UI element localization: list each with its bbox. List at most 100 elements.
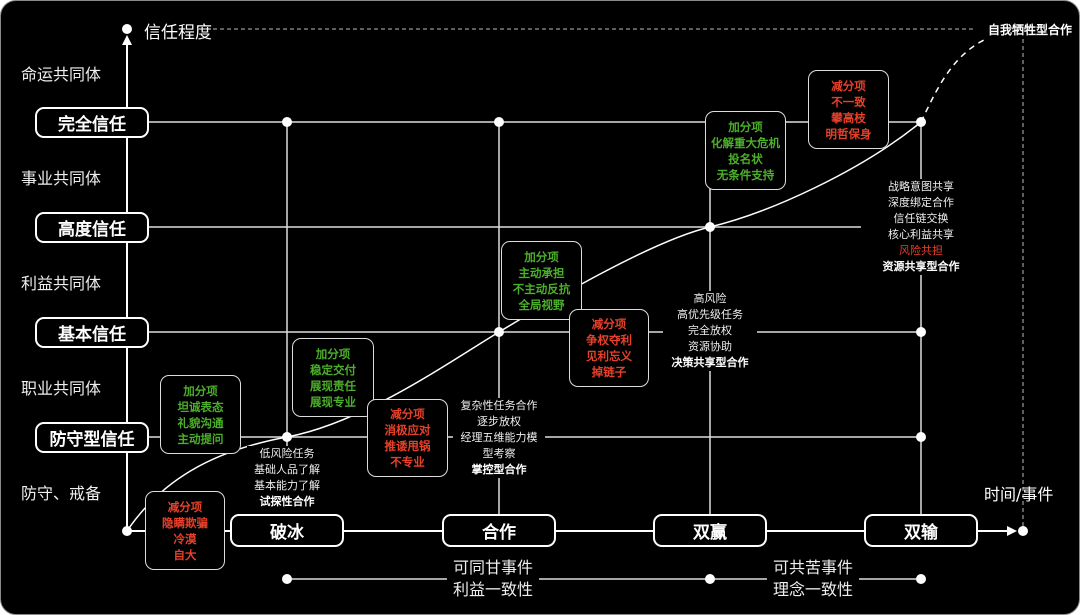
desc-item: 基础人品了解 — [254, 463, 320, 476]
card-item: 明哲保身 — [825, 126, 872, 141]
desc-item: 资源协助 — [688, 340, 732, 353]
footer-dot — [705, 574, 715, 584]
minus-card-high: 减分项 争权夺利 见利忘义 掉链子 — [569, 309, 649, 387]
card-item: 冷漠 — [173, 531, 197, 546]
node-dot — [282, 117, 292, 127]
card-item: 无条件支持 — [716, 167, 775, 182]
desc-item: 信任链交换 — [893, 212, 949, 225]
desc-type: 试探性合作 — [259, 495, 315, 508]
node-dot — [705, 222, 715, 232]
desc-item: 逐步放权 — [477, 415, 521, 428]
card-item: 主动提问 — [177, 431, 224, 446]
top-right-label: 自我牺牲型合作 — [984, 21, 1077, 38]
footer-left-line1: 可同甘事件 — [453, 558, 534, 577]
minus-card-basic: 减分项 消极应对 推诿甩锅 不专业 — [367, 399, 448, 477]
card-title: 减分项 — [167, 499, 203, 514]
level-defensive-trust: 防守型信任 — [35, 422, 149, 453]
desc-item: 完全放权 — [688, 324, 732, 337]
desc-icebreak: 低风险任务 基础人品了解 基本能力了解 试探性合作 — [247, 446, 327, 510]
stage-cooperate: 合作 — [442, 514, 556, 547]
card-item: 隐瞒欺骗 — [162, 515, 208, 530]
card-item: 展现专业 — [310, 394, 356, 409]
level-basic-trust: 基本信任 — [35, 317, 149, 348]
card-item: 攀高枝 — [831, 110, 866, 125]
footer-right: 可共苦事件 理念一致性 — [767, 557, 860, 601]
card-title: 减分项 — [831, 78, 866, 93]
side-label-career: 事业共同体 — [21, 169, 102, 188]
desc-item: 高风险 — [693, 292, 727, 305]
node-dot — [916, 117, 926, 127]
desc-cooperate: 复杂性任务合作 逐步放权 经理五维能力模 型考察 掌控型合作 — [453, 398, 545, 478]
desc-item: 基本能力了解 — [254, 479, 320, 492]
card-item: 礼貌沟通 — [177, 415, 224, 430]
side-label-destiny: 命运共同体 — [21, 65, 102, 84]
node-dot — [916, 432, 926, 442]
desc-item: 型考察 — [482, 447, 516, 460]
plus-card-high: 加分项 主动承担 不主动反抗 全局视野 — [501, 241, 582, 320]
card-item: 主动承担 — [518, 265, 565, 280]
card-item: 自大 — [173, 547, 197, 562]
card-item: 化解重大危机 — [711, 135, 780, 150]
desc-type: 决策共享型合作 — [671, 356, 749, 369]
y-axis-top-dot — [122, 24, 132, 34]
plus-card-basic: 加分项 稳定交付 展现责任 展现专业 — [292, 338, 374, 417]
card-item: 不专业 — [390, 455, 425, 469]
footer-right-line2: 理念一致性 — [773, 580, 854, 599]
desc-type: 资源共享型合作 — [882, 260, 960, 273]
desc-item: 高优先级任务 — [677, 308, 743, 321]
footer-right-line1: 可共苦事件 — [773, 558, 854, 577]
card-item: 全局视野 — [518, 297, 565, 312]
footer-dot — [282, 574, 292, 584]
level-high-trust: 高度信任 — [35, 212, 149, 243]
node-dot — [494, 117, 504, 127]
trust-curve-dashed-extension — [920, 38, 987, 123]
level-full-trust: 完全信任 — [35, 107, 149, 138]
card-title: 减分项 — [390, 407, 425, 421]
node-dot — [282, 432, 292, 442]
footer-dot — [916, 574, 926, 584]
card-title: 加分项 — [524, 249, 559, 264]
desc-item: 复杂性任务合作 — [460, 399, 538, 412]
x-axis-arrow-icon — [1007, 526, 1017, 536]
card-item: 展现责任 — [310, 378, 356, 393]
stage-icebreak: 破冰 — [230, 514, 344, 547]
card-item: 推诿甩锅 — [384, 439, 431, 453]
node-dot — [494, 327, 504, 337]
desc-type: 掌控型合作 — [471, 463, 527, 476]
card-item: 坦诚表态 — [177, 399, 224, 414]
card-item: 争权夺利 — [586, 333, 632, 347]
side-label-interest: 利益共同体 — [21, 274, 102, 293]
card-item: 投名状 — [728, 151, 763, 166]
stage-winwin: 双赢 — [653, 514, 767, 547]
y-axis-title: 信任程度 — [144, 23, 212, 43]
desc-resource: 战略意图共享 深度绑定合作 信任链交换 核心利益共享 风险共担 资源共享型合作 — [873, 179, 969, 275]
card-item: 不一致 — [831, 94, 866, 109]
node-dot — [916, 327, 926, 337]
card-item: 见利忘义 — [586, 349, 632, 363]
card-item: 消极应对 — [384, 423, 431, 437]
x-axis-end-dot — [1018, 526, 1028, 536]
plus-card-full: 加分项 化解重大危机 投名状 无条件支持 — [705, 111, 786, 190]
desc-item: 深度绑定合作 — [888, 196, 954, 209]
x-axis-title: 时间/事件 — [984, 485, 1054, 504]
desc-item: 战略意图共享 — [888, 180, 954, 193]
desc-risk: 风险共担 — [899, 244, 943, 257]
stage-loselose: 双输 — [864, 514, 978, 547]
side-label-defensive: 防守、戒备 — [21, 484, 102, 503]
plus-card-defensive: 加分项 坦诚表态 礼貌沟通 主动提问 — [160, 375, 241, 454]
desc-item: 核心利益共享 — [888, 228, 954, 241]
card-title: 加分项 — [183, 383, 218, 398]
side-label-professional: 职业共同体 — [21, 379, 102, 398]
y-axis-arrow-icon — [122, 35, 132, 45]
card-title: 加分项 — [315, 346, 351, 361]
card-title: 加分项 — [728, 119, 763, 134]
desc-item: 经理五维能力模 — [460, 431, 538, 444]
card-item: 不主动反抗 — [512, 281, 571, 296]
card-item: 稳定交付 — [310, 362, 356, 377]
desc-item: 低风险任务 — [259, 447, 315, 460]
minus-card-icebreak: 减分项 隐瞒欺骗 冷漠 自大 — [145, 491, 225, 570]
footer-left: 可同甘事件 利益一致性 — [447, 557, 540, 601]
footer-left-line2: 利益一致性 — [453, 580, 534, 599]
desc-winwin: 高风险 高优先级任务 完全放权 资源协助 决策共享型合作 — [663, 291, 757, 371]
